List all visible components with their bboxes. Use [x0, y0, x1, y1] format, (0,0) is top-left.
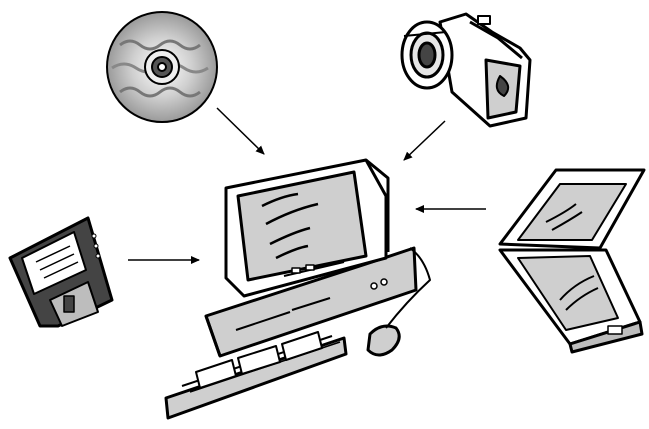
- arrow-camera-to-computer: [403, 120, 446, 161]
- computer-icon: [164, 158, 431, 420]
- arrow-cd-to-computer: [216, 107, 265, 155]
- floppy-disk-icon: [8, 216, 114, 328]
- arrows: [128, 107, 486, 264]
- camera-icon: [400, 12, 532, 128]
- cd-rom-icon: [106, 11, 218, 123]
- scanner-icon: [498, 168, 646, 354]
